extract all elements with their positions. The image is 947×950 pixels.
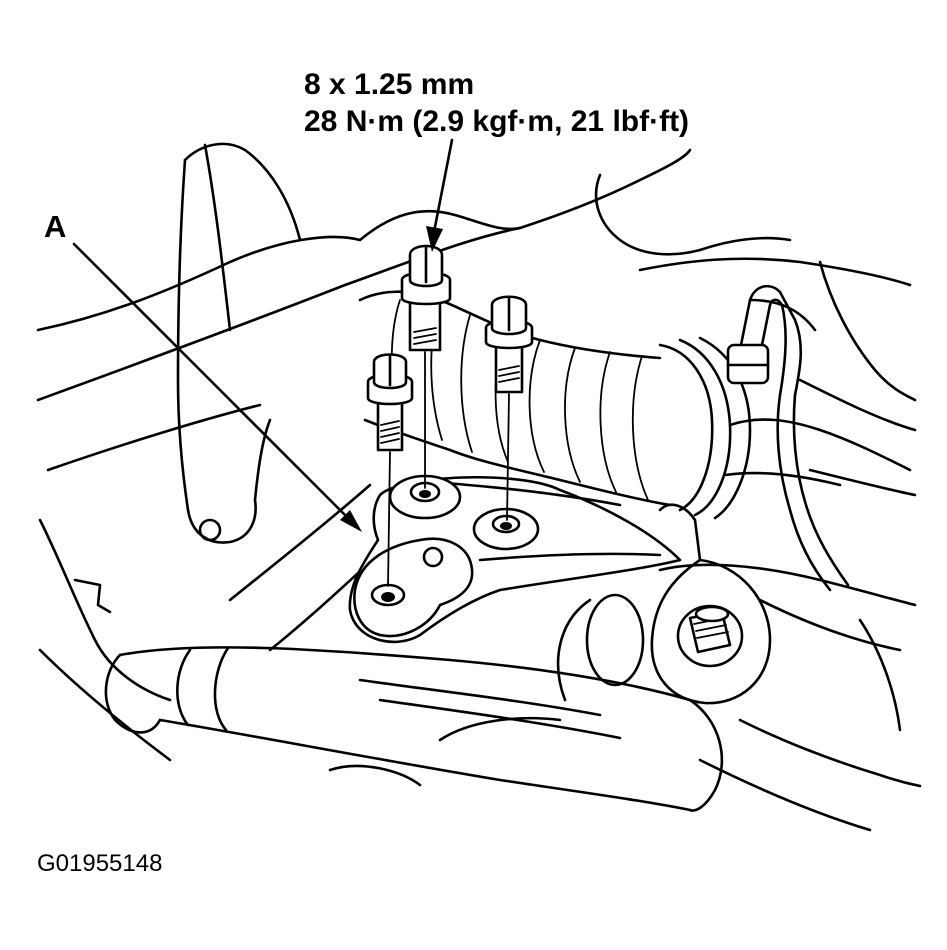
callout-a-leader-arrow [72,242,362,532]
bolt-torque-label: 28 N·m (2.9 kgf·m, 21 lbf·ft) [304,105,690,138]
spec-leader-arrow [426,138,454,252]
bolt-guide-lines [387,351,510,587]
bolt-left [366,353,414,452]
bolt-thread-size-label: 8 x 1.25 mm [304,68,475,101]
figure-id-label: G01955148 [37,850,163,877]
brake-line [726,284,850,592]
bolt-top [400,244,452,352]
bracket-plate-a [348,474,682,644]
lower-arm-tube [104,483,724,812]
bolt-right [484,295,534,394]
callout-label-a: A [44,209,67,244]
knuckle [556,503,772,705]
